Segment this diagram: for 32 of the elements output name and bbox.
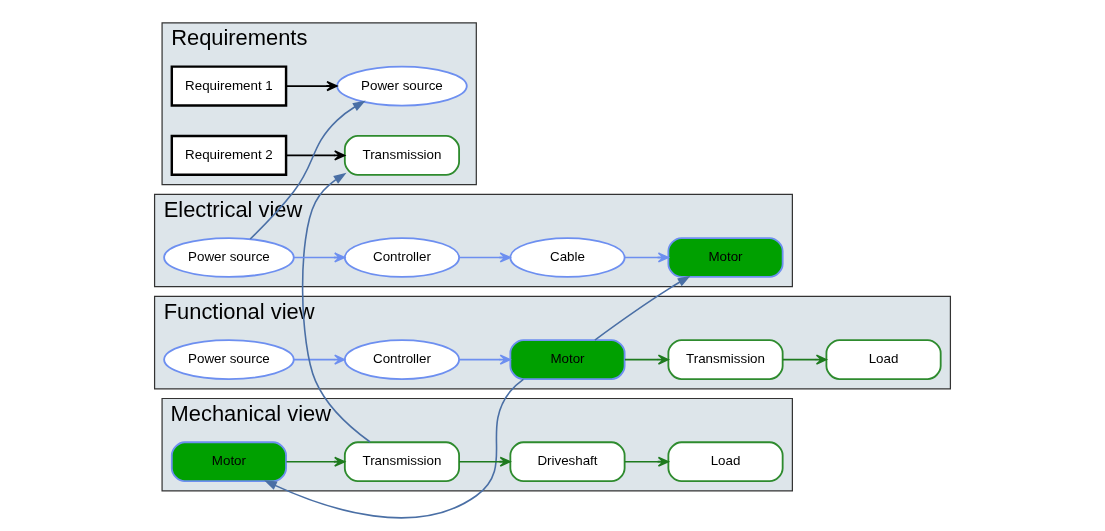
node-ellipse: Power source [163,237,295,278]
node-box: Load [825,339,942,380]
node-box: Requirement 2 [170,134,288,177]
node-ellipse: Power source [163,339,295,380]
node-ellipse: Controller [343,237,460,278]
node-box: Driveshaft [509,441,626,483]
node-ellipse: Controller [343,339,460,380]
node-box: Transmission [667,339,784,380]
node-box: Motor [667,237,784,278]
node-ellipse: Cable [509,237,626,278]
arrow [292,252,346,263]
arrow [458,456,511,467]
arrow [285,150,346,161]
node-box: Transmission [343,135,460,176]
arrow [301,172,371,443]
arrow [285,456,346,467]
arrow [624,354,669,365]
arrow [285,80,338,92]
arrow [458,354,511,365]
node-box: Transmission [343,441,460,483]
node-box: Motor [509,339,626,380]
node-ellipse: Power source [336,65,468,107]
node-box: Requirement 1 [170,65,288,107]
arrow [292,354,346,365]
arrow [624,252,669,263]
node-box: Motor [170,441,287,483]
node-box: Load [667,441,784,483]
arrow [782,354,828,365]
arrow [594,275,691,341]
arrow [249,100,366,240]
arrow [264,378,525,519]
arrow [624,456,669,467]
